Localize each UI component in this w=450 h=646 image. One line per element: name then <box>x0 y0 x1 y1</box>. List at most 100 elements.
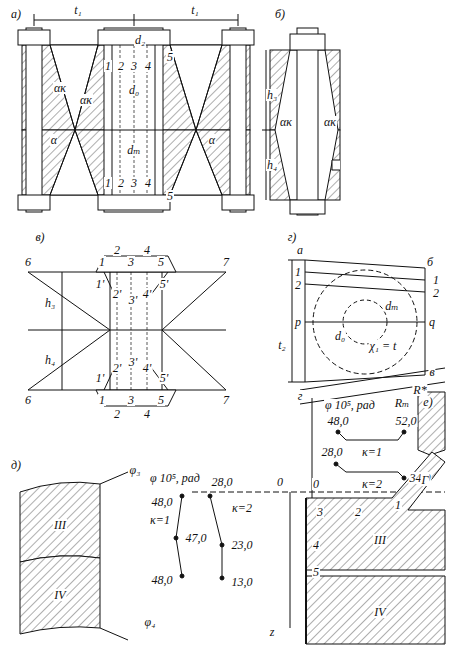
drawing-label: αк <box>79 94 93 106</box>
rotation-plot-d <box>174 494 224 580</box>
drawing-label: αк <box>53 82 67 94</box>
rotation-plot-e <box>336 430 340 434</box>
rotation-plot-d <box>290 492 291 628</box>
drawing-label: 1 <box>294 266 302 278</box>
rotation-plot-e <box>336 464 404 478</box>
rotation-plot-e <box>402 430 406 434</box>
joint-section-a <box>230 28 246 212</box>
drawing-label: κ=1 <box>149 514 171 526</box>
joint-section-a <box>170 130 196 195</box>
joint-section-a <box>18 30 50 45</box>
drawing-label: 48,0 <box>151 496 174 508</box>
joint-section-b <box>262 130 270 131</box>
joint-section-b <box>290 200 325 214</box>
joint-section-a <box>196 45 222 130</box>
drawing-label: 4' <box>142 288 153 300</box>
cone-scheme-v <box>62 272 63 390</box>
drawing-label: d₀ <box>334 330 346 342</box>
drawing-label: б <box>426 256 434 268</box>
drawing-label: dₘ <box>126 144 141 156</box>
rotation-plot-e <box>334 430 406 480</box>
drawing-label: 3 <box>316 506 324 518</box>
drawing-label: 23,0 <box>231 539 254 551</box>
drawing-label: 4 <box>143 244 151 256</box>
contact-area-g <box>305 260 425 382</box>
drawing-label: 1' <box>95 278 106 290</box>
drawing-label: φ₃ <box>129 464 142 476</box>
drawing-label: 2 <box>117 60 125 72</box>
drawing-label: 2 <box>113 244 121 256</box>
drawing-label: 5 <box>166 51 174 63</box>
rotation-plot-e <box>402 476 406 480</box>
drawing-label: 2 <box>432 287 440 299</box>
contact-area-g <box>288 260 305 261</box>
joint-section-a <box>98 195 170 210</box>
joint-section-a <box>50 130 98 195</box>
drawing-label: 0 <box>312 478 320 490</box>
joint-section-a <box>98 30 170 45</box>
rotation-plot-d <box>208 494 212 498</box>
drawing-label: φ₄ <box>144 616 157 628</box>
rotation-plot-e <box>334 462 338 466</box>
drawing-label: 28,0 <box>211 476 234 488</box>
cone-scheme-v <box>28 330 110 390</box>
joint-section-a <box>222 195 254 210</box>
cone-scheme-v <box>131 272 132 390</box>
drawing-label: 6 <box>24 256 32 268</box>
drawing-label: 4 <box>144 177 152 189</box>
drawing-label: 4 <box>144 60 152 72</box>
joint-section-b <box>262 28 340 215</box>
joint-section-a <box>196 130 222 195</box>
rotation-plot-d <box>306 452 445 570</box>
rotation-plot-d <box>180 494 184 498</box>
drawing-label: III <box>373 534 387 546</box>
drawing-label: 1 <box>394 499 402 511</box>
contact-area-g <box>292 260 293 382</box>
drawing-label: 48,0 <box>151 574 174 586</box>
drawing-label: 4' <box>142 362 153 374</box>
drawing-label: t₁ <box>190 4 200 16</box>
drawing-label: 5' <box>159 278 170 290</box>
drawing-label: IV <box>53 589 66 601</box>
drawing-label: 5 <box>157 256 165 268</box>
rotation-plot-d <box>220 543 224 547</box>
drawing-label: 2 <box>294 279 302 291</box>
joint-section-a <box>104 28 163 212</box>
drawing-label: d₀ <box>128 84 140 96</box>
rotation-plot-e <box>338 432 404 440</box>
drawing-label: 3 <box>130 60 138 72</box>
drawing-label: 1' <box>95 372 106 384</box>
cone-scheme-v <box>162 272 226 330</box>
cone-scheme-v <box>28 272 110 330</box>
contact-area-g <box>305 322 425 323</box>
drawing-label: 6 <box>24 394 32 406</box>
rotation-plot-d <box>20 452 445 644</box>
rotation-plot-d <box>180 574 184 578</box>
joint-section-a <box>26 28 42 212</box>
joint-section-a <box>50 130 75 195</box>
drawing-label: 3' <box>128 356 139 368</box>
drawing-label: Г <box>421 474 430 486</box>
drawing-label: 3 <box>127 256 135 268</box>
drawing-label: 5' <box>159 372 170 384</box>
drawing-label: αк <box>323 116 337 128</box>
drawing-label: в) <box>34 231 45 243</box>
rotation-plot-d <box>100 472 128 640</box>
cone-scheme-v <box>28 256 226 406</box>
drawing-label: d₂ <box>134 34 146 46</box>
joint-section-a <box>34 14 35 26</box>
drawing-label: z <box>269 626 276 638</box>
drawing-label: 4 <box>143 408 151 420</box>
drawing-label: д) <box>10 459 22 471</box>
rotation-plot-e <box>418 392 445 455</box>
drawing-label: 1 <box>98 394 106 406</box>
drawing-label: Rₘ <box>394 397 411 409</box>
drawing-label: 52,0 <box>395 415 418 427</box>
joint-section-a <box>34 20 238 21</box>
cone-scheme-v <box>110 272 111 390</box>
joint-section-a <box>222 30 254 45</box>
drawing-label: 2 <box>117 177 125 189</box>
joint-section-a <box>75 130 98 195</box>
contact-area-g <box>288 260 445 404</box>
